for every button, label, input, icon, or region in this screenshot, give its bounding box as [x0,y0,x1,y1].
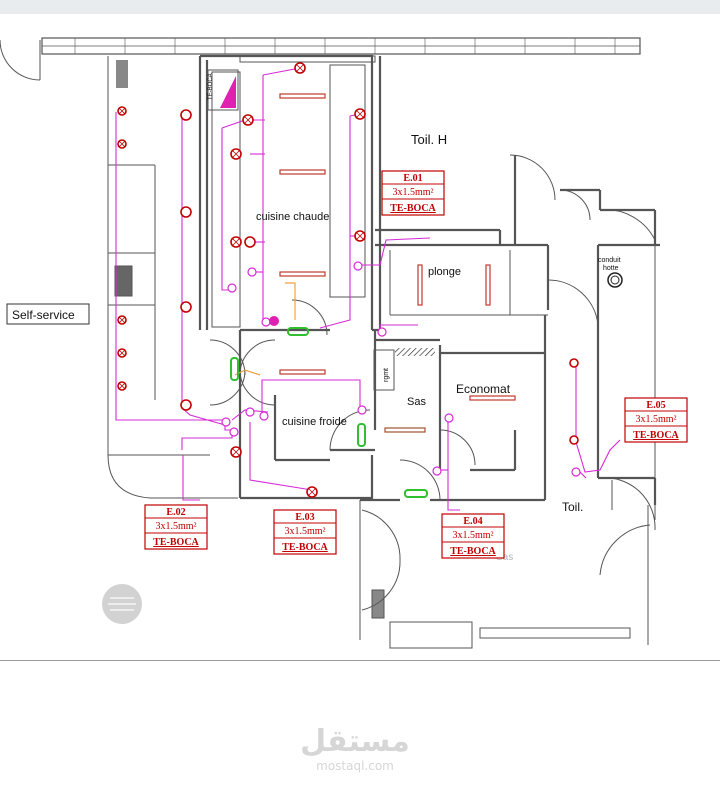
room-label-self-service: Self-service [12,308,75,322]
fixture-crosses [118,63,365,497]
room-label-hot-kitchen: cuisine chaude [256,211,329,223]
circuit-spec: 3x1.5mm² [635,414,676,425]
page-bottom-rule [0,660,720,661]
circuit-tag: TE-BOCA [390,203,436,214]
watermark: مستقل mostaql.com [300,724,410,774]
room-label-store: Economat [456,382,511,396]
circuit-callout-e04: E.04 3x1.5mm² TE-BOCA [441,513,505,559]
circuit-id: E.01 [403,173,422,184]
circuit-callout-e02: E.02 3x1.5mm² TE-BOCA [144,504,208,550]
circuit-id: E.05 [646,400,665,411]
circuit-id: E.02 [166,507,185,518]
door-swings [209,154,656,611]
circuit-tag: TE-BOCA [282,542,328,553]
circuit-spec: 3x1.5mm² [155,521,196,532]
panel-label: TE-BOCA [208,73,214,100]
room-label-dishwashing: plonge [428,266,461,278]
duct-label-line1: conduit [598,257,621,264]
duct-label-line2: hotte [603,265,619,272]
green-devices [230,327,428,498]
orange-wire [285,282,296,320]
circuit-id: E.03 [295,512,314,523]
circuit-callout-e05: E.05 3x1.5mm² TE-BOCA [624,397,688,443]
circuit-callout-e03: E.03 3x1.5mm² TE-BOCA [273,509,337,555]
watermark-latin: mostaql.com [316,759,394,773]
ceiling-fixtures [117,62,579,498]
walls [198,54,660,505]
circuit-callout-e01: E.01 3x1.5mm² TE-BOCA [381,170,445,216]
circuit-tag: TE-BOCA [633,430,679,441]
switches [221,261,581,477]
room-label-airlock: Sas [407,396,426,408]
room-label-cold-kitchen: cuisine froide [282,416,347,428]
room-label-airlock-2: Sas [496,552,513,563]
floor-plan: TE-BOCA [0,37,688,649]
self-service-counter [107,56,238,499]
top-window-wall [41,37,641,55]
circuit-spec: 3x1.5mm² [284,526,325,537]
room-label-toilet-h: Toil. H [411,132,447,147]
circuit-tag: TE-BOCA [153,537,199,548]
circuit-tag: TE-BOCA [450,546,496,557]
junction-box [269,316,279,326]
stamp-logo [102,584,142,624]
hatched-partition [395,348,435,356]
circuit-spec: 3x1.5mm² [452,530,493,541]
watermark-arabic: مستقل [300,724,410,759]
top-bar [0,0,720,14]
inner-partitions [211,64,656,649]
circuit-id: E.04 [463,516,482,527]
entry-door-top-left [0,39,41,81]
room-label-toilet: Toil. [562,500,583,514]
circuit-spec: 3x1.5mm² [392,187,433,198]
self-service-box [6,303,90,325]
fluorescent-lights [279,93,516,433]
duct-hood [607,272,623,288]
room-label-storage: rgmt [383,368,390,382]
distribution-panel: TE-BOCA [207,69,239,111]
